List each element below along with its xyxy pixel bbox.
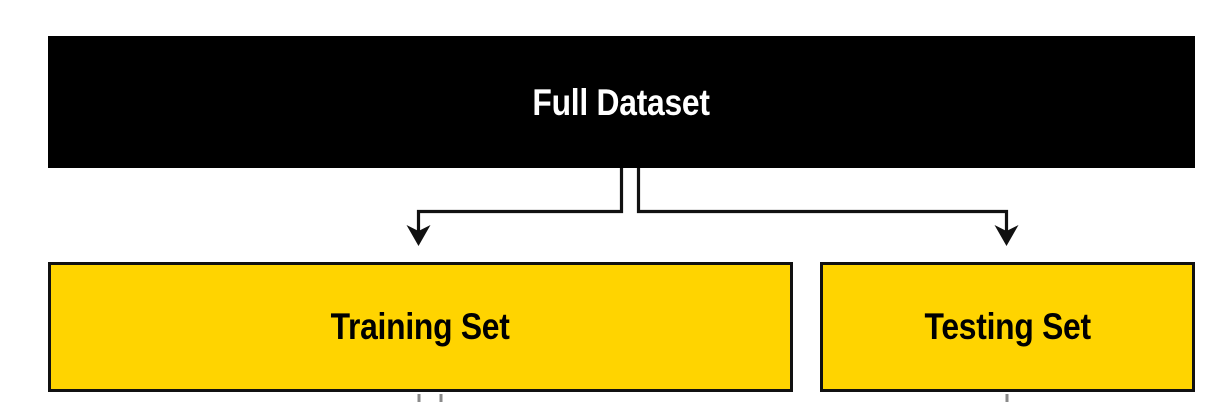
arrow-to-testing-set	[636, 168, 1019, 246]
node-training-set-label: Training Set	[330, 305, 511, 347]
node-testing-set[interactable]: Testing Set	[820, 262, 1195, 392]
node-full-dataset-label: Full Dataset	[532, 81, 711, 123]
arrow-to-training-set	[406, 168, 624, 246]
continuation-stubs	[417, 394, 1009, 402]
node-full-dataset[interactable]: Full Dataset	[48, 36, 1195, 168]
node-training-set[interactable]: Training Set	[48, 262, 793, 392]
node-testing-set-label: Testing Set	[924, 305, 1091, 347]
